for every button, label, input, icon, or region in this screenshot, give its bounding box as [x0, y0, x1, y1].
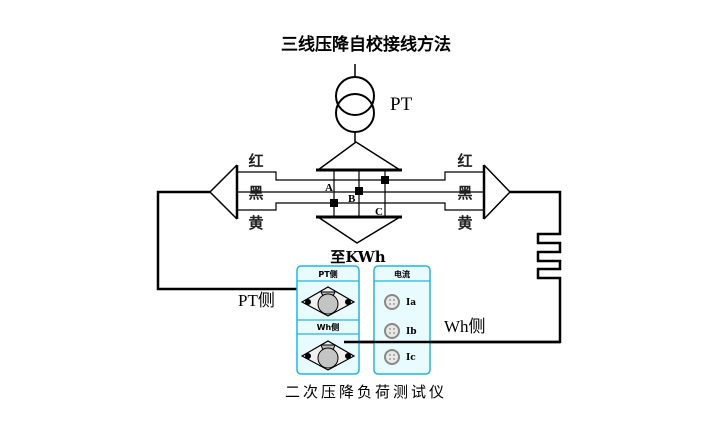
junction-dot-a: [330, 199, 338, 207]
pt-socket[interactable]: [300, 286, 356, 317]
diagram-title: 三线压降自校接线方法: [281, 34, 451, 55]
channel-label-ia: Ia: [406, 298, 416, 308]
wire-label-black-right: 黑: [457, 184, 472, 202]
wh-section-title: Wh侧: [317, 322, 340, 332]
wire-label-black-left: 黑: [248, 184, 263, 202]
junction-dot-c: [381, 176, 389, 184]
wire-label-red-right: 红: [457, 152, 472, 170]
current-panel-title: 电流: [394, 269, 410, 279]
left-plug-connector: [208, 164, 239, 220]
channel-label-ic: Ic: [406, 353, 416, 363]
pt-label: PT: [390, 94, 413, 115]
pt-bus-triangle-top: [316, 141, 402, 172]
phase-label-b: B: [348, 193, 356, 205]
to-meter-label: 至KWh: [330, 248, 385, 266]
wire-label-yellow-left: 黄: [248, 214, 263, 232]
phase-label-c: C: [375, 206, 383, 218]
wh-side-lead: [325, 190, 562, 361]
channel-label-ib: Ib: [406, 327, 417, 337]
phase-label-a: A: [325, 182, 333, 194]
wh-side-label: Wh侧: [444, 317, 486, 336]
right-plug-connector: [482, 164, 512, 220]
current-channel-ia[interactable]: [384, 294, 400, 310]
wire-label-red-left: 红: [248, 152, 263, 170]
instrument-current-panel: [373, 265, 431, 375]
pt-side-label: PT侧: [238, 291, 275, 310]
current-channel-ic[interactable]: [384, 349, 400, 365]
meter-bus-triangle-bottom: [316, 215, 402, 244]
wire-label-yellow-right: 黄: [457, 214, 472, 232]
pt-transformer-symbol: [335, 64, 375, 142]
current-channel-ib[interactable]: [384, 323, 400, 339]
pt-section-title: PT侧: [318, 269, 337, 279]
wh-socket[interactable]: [300, 340, 356, 371]
phase-taps: [330, 170, 389, 217]
instrument-caption: 二次压降负荷测试仪: [285, 383, 447, 401]
instrument-voltage-panel: [296, 265, 360, 375]
junction-dot-b: [355, 187, 363, 195]
